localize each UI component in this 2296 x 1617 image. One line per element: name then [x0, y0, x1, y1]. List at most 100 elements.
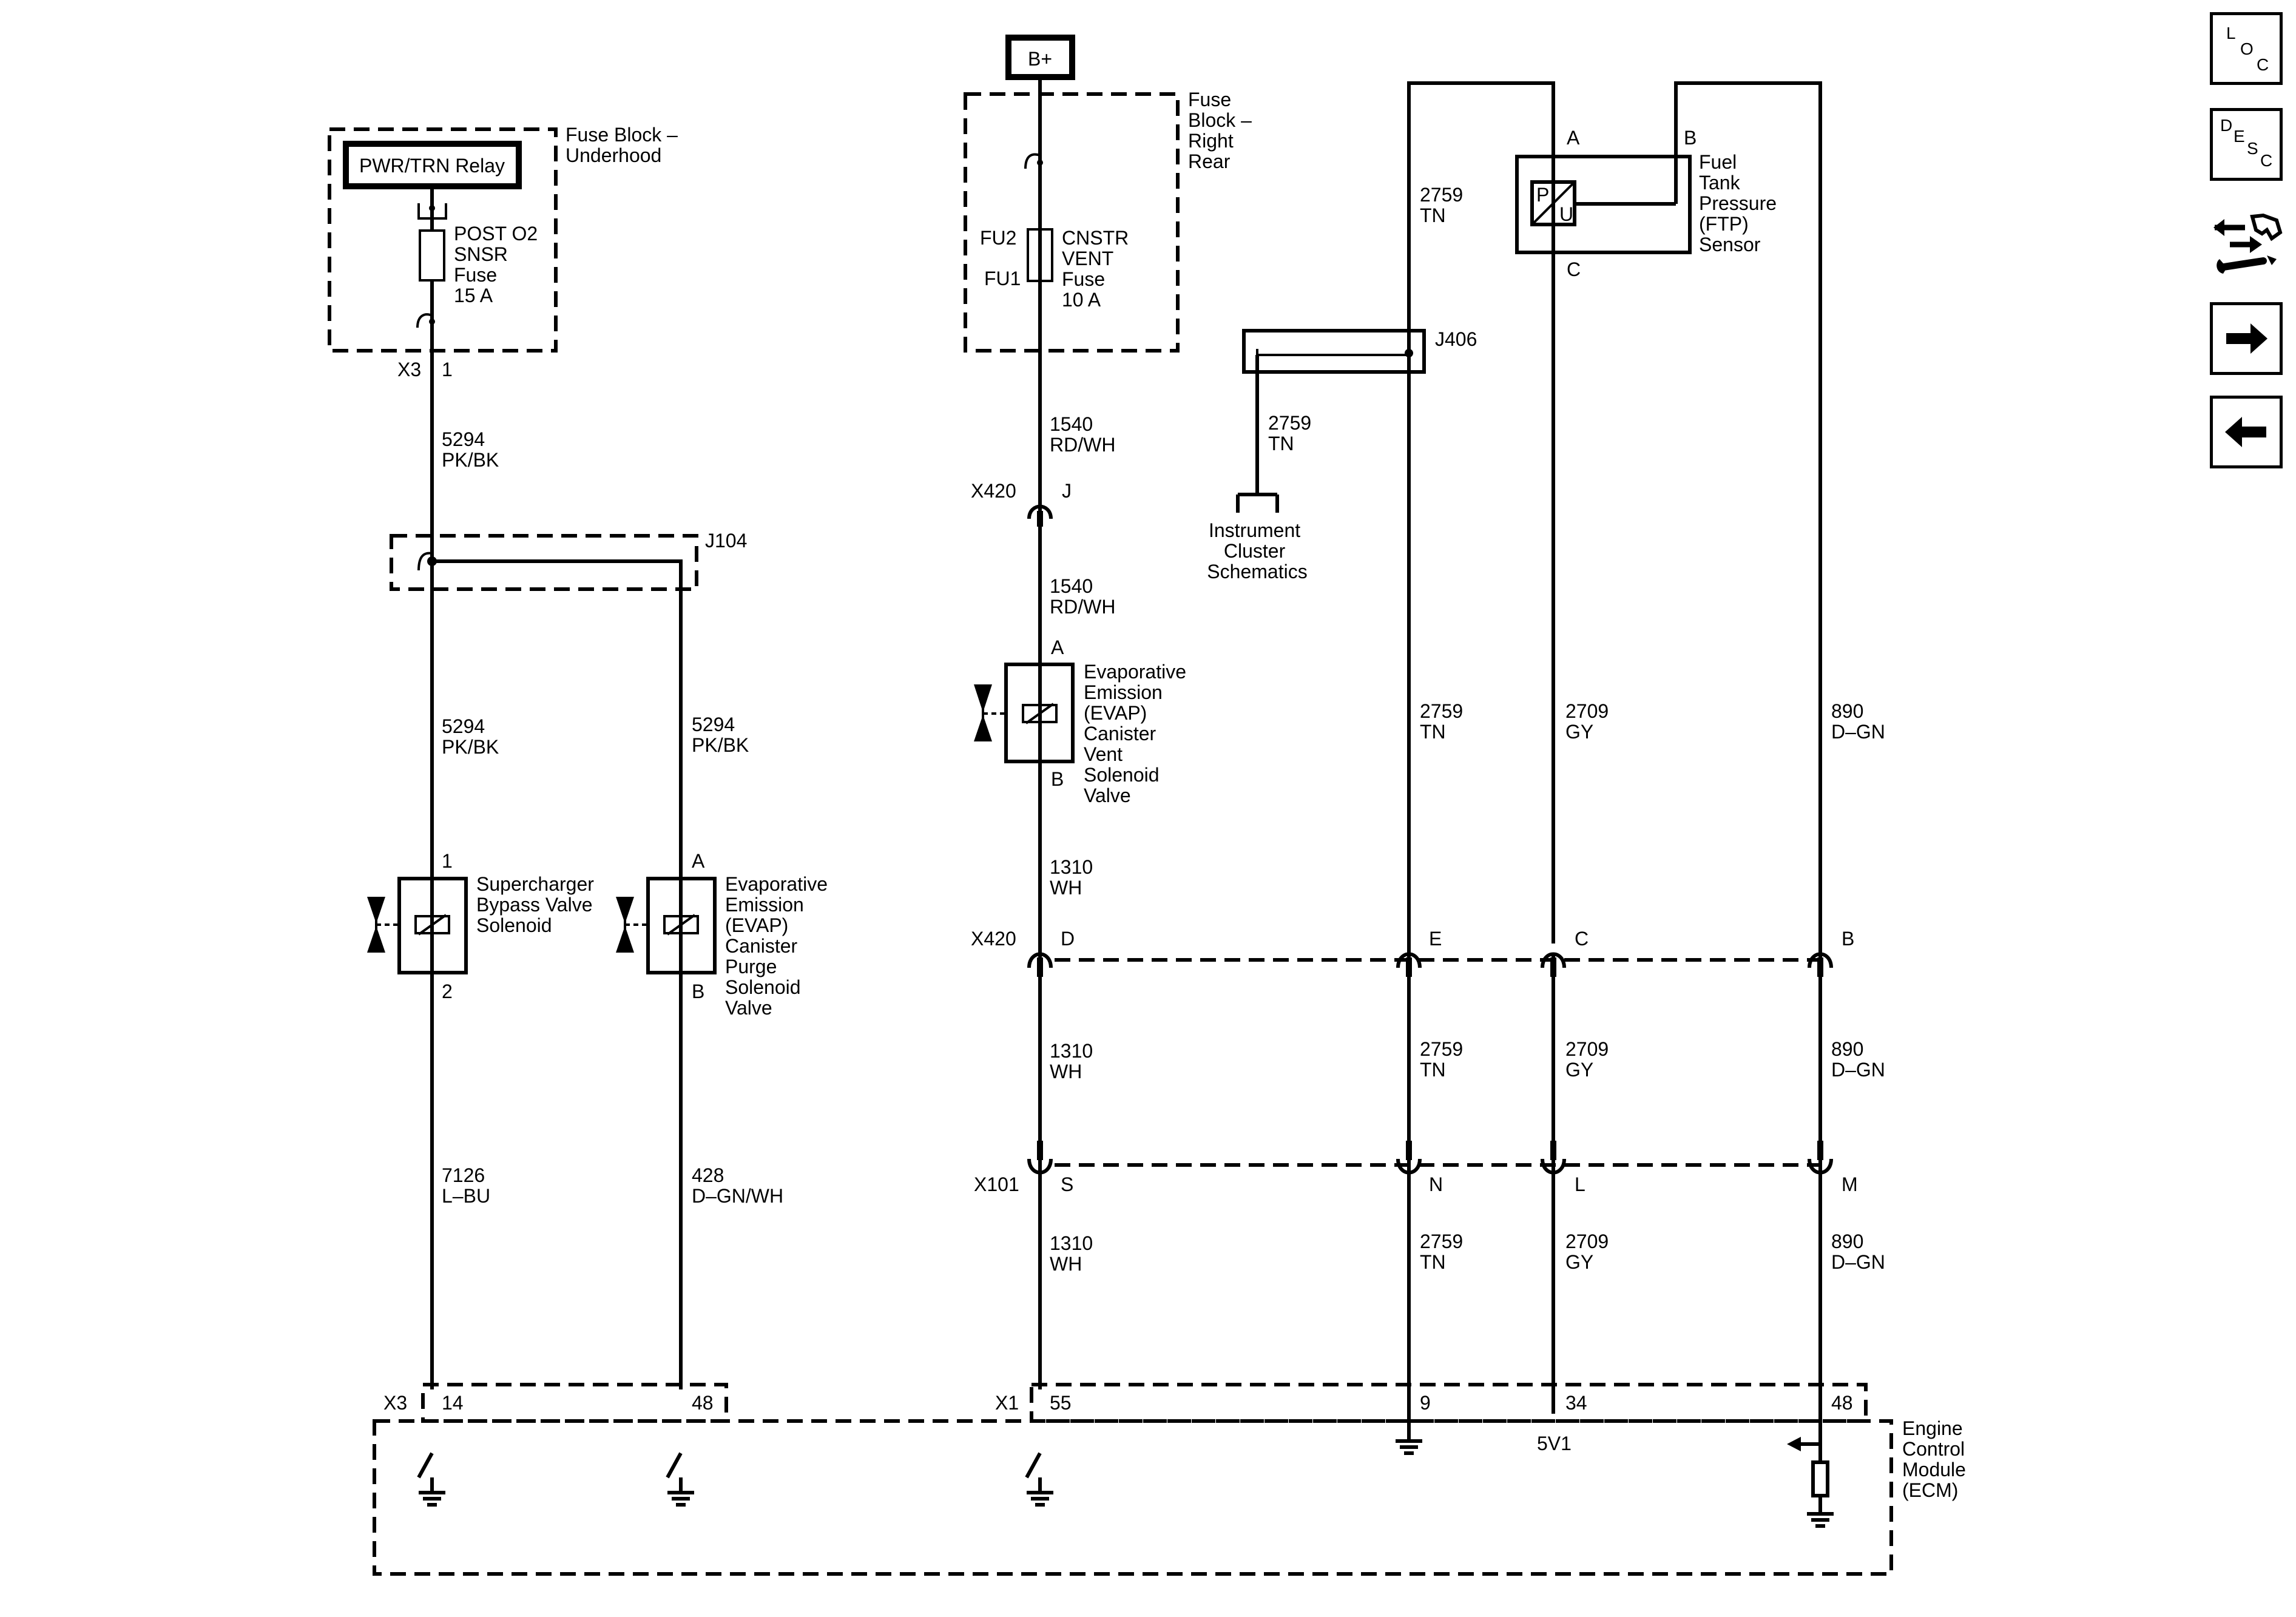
post-o2-fuse-label: POST O2 SNSR Fuse 15 A	[454, 223, 543, 306]
ecm-label: Engine Control Module (ECM)	[1902, 1417, 1971, 1501]
splice-j406-label: J406	[1435, 328, 1477, 350]
wire-890-lower: 890 D–GN	[1831, 1038, 1885, 1081]
pin-ftp-c: C	[1567, 258, 1581, 280]
wire-2709-bottom: 2709 GY	[1565, 1230, 1614, 1273]
loc-letter-c: C	[2257, 55, 2269, 74]
arrow-left-icon	[2225, 417, 2266, 447]
wire-890-bottom: 890 D–GN	[1831, 1230, 1885, 1273]
post-o2-fuse	[419, 229, 445, 282]
wire-2759-mid: 2759 TN	[1420, 700, 1468, 743]
fuse-block-underhood-label: Fuse Block – Underhood	[566, 124, 683, 166]
pin-purge-b: B	[692, 981, 704, 1002]
purge-solenoid-box	[646, 877, 717, 974]
pin-sc-2: 2	[442, 981, 453, 1002]
ecm-5v-label: 5V1	[1537, 1433, 1572, 1454]
loc-letter-o: O	[2240, 39, 2254, 58]
pin-x420-c: C	[1575, 928, 1589, 950]
pin-x1-34: 34	[1565, 1392, 1587, 1414]
conn-x1-ecm	[1030, 1383, 1868, 1423]
splice-j104	[390, 534, 698, 591]
cnstr-vent-fuse	[1027, 228, 1053, 282]
bplus-label: B+	[1028, 48, 1052, 70]
pin-vent-b: B	[1051, 768, 1064, 790]
ftp-u: U	[1559, 203, 1573, 225]
pin-x3-1: 1	[442, 359, 453, 380]
wire-428: 428 D–GN/WH	[692, 1164, 783, 1207]
ftp-sensor-label: Fuel Tank Pressure (FTP) Sensor	[1699, 151, 1782, 255]
desc-letter-s: S	[2247, 139, 2258, 158]
pwr-trn-relay-label: PWR/TRN Relay	[359, 155, 505, 177]
pin-x3-48: 48	[692, 1392, 714, 1414]
wire-2709-lower: 2709 GY	[1565, 1038, 1614, 1081]
pin-x101-l: L	[1575, 1173, 1585, 1195]
conn-x420-row: X420	[971, 928, 1016, 950]
diagnostic-connector-icon[interactable]	[2209, 203, 2284, 279]
desc-letter-c: C	[2260, 151, 2273, 170]
wire-1310-mid: 1310 WH	[1050, 1040, 1098, 1082]
conn-x101: X101	[974, 1173, 1019, 1195]
wire-2759-instrument: 2759 TN	[1268, 412, 1317, 454]
fuse-block-right-rear	[964, 92, 1180, 353]
wire-2759-top: 2759 TN	[1420, 184, 1468, 226]
conn-x3-bottom: X3	[383, 1392, 407, 1414]
wire-1540-top: 1540 RD/WH	[1050, 413, 1115, 456]
wire-1310-bottom: 1310 WH	[1050, 1232, 1098, 1275]
supercharger-solenoid-box	[397, 877, 468, 974]
pin-x1-55: 55	[1050, 1392, 1072, 1414]
pin-x420-j: J	[1062, 480, 1072, 502]
fuse-block-underhood	[328, 127, 558, 353]
conn-x420-top: X420	[971, 480, 1016, 502]
wire-890-mid: 890 D–GN	[1831, 700, 1885, 743]
supercharger-solenoid-label: Supercharger Bypass Valve Solenoid	[476, 873, 599, 936]
wire-2759-lower: 2759 TN	[1420, 1038, 1468, 1081]
wire-5294-top: 5294 PK/BK	[442, 428, 499, 471]
desc-button[interactable]: D E S C	[2210, 108, 2283, 181]
pin-x3-14: 14	[442, 1392, 464, 1414]
pin-vent-a: A	[1051, 636, 1064, 658]
wire-2759-bottom: 2759 TN	[1420, 1230, 1468, 1273]
wire-1310-top: 1310 WH	[1050, 856, 1098, 899]
wire-5294-left: 5294 PK/BK	[442, 715, 499, 758]
wire-1540-bottom: 1540 RD/WH	[1050, 575, 1115, 618]
purge-solenoid-label: Evaporative Emission (EVAP) Canister Pur…	[725, 873, 833, 1019]
instrument-cluster-label: Instrument Cluster Schematics	[1207, 519, 1307, 582]
pin-x101-s: S	[1061, 1173, 1073, 1195]
fuse-fu2: FU2	[980, 227, 1016, 249]
desc-letter-e: E	[2234, 127, 2245, 146]
pin-sc-1: 1	[442, 850, 453, 872]
splice-j104-label: J104	[705, 530, 747, 552]
ftp-p: P	[1536, 184, 1549, 206]
next-button[interactable]	[2210, 302, 2283, 375]
wire-5294-right: 5294 PK/BK	[692, 714, 749, 756]
pin-ftp-b: B	[1684, 127, 1697, 149]
wire-2709-mid: 2709 GY	[1565, 700, 1614, 743]
loc-button[interactable]: L O C	[2210, 12, 2283, 85]
conn-x3-top: X3	[397, 359, 421, 380]
conn-x1: X1	[995, 1392, 1019, 1414]
pin-x101-n: N	[1429, 1173, 1443, 1195]
vent-solenoid-label: Evaporative Emission (EVAP) Canister Ven…	[1084, 661, 1192, 806]
ecm-box	[373, 1419, 1893, 1576]
fuse-fu1: FU1	[984, 268, 1021, 289]
ecm-switches	[417, 1377, 1834, 1528]
pin-x101-m: M	[1842, 1173, 1858, 1195]
splice-j406	[1242, 329, 1426, 374]
pin-x1-48: 48	[1831, 1392, 1853, 1414]
loc-letter-l: L	[2226, 24, 2236, 42]
pin-x420-e: E	[1429, 928, 1442, 950]
back-button[interactable]	[2210, 396, 2283, 468]
pin-purge-a: A	[692, 850, 705, 872]
arrow-right-icon	[2226, 323, 2267, 354]
pin-x420-d: D	[1061, 928, 1075, 950]
pin-x420-b: B	[1842, 928, 1854, 950]
wire-7126: 7126 L–BU	[442, 1164, 490, 1207]
desc-letter-d: D	[2220, 116, 2233, 135]
ftp-sensor-box	[1515, 155, 1692, 254]
x420-pins	[1027, 952, 1833, 977]
x101-pins	[1027, 1141, 1833, 1175]
cnstr-vent-fuse-label: CNSTR VENT Fuse 10 A	[1062, 227, 1134, 311]
pin-x1-9: 9	[1420, 1392, 1431, 1414]
pin-ftp-a: A	[1567, 127, 1580, 149]
fuse-block-right-rear-label: Fuse Block – Right Rear	[1188, 89, 1257, 172]
